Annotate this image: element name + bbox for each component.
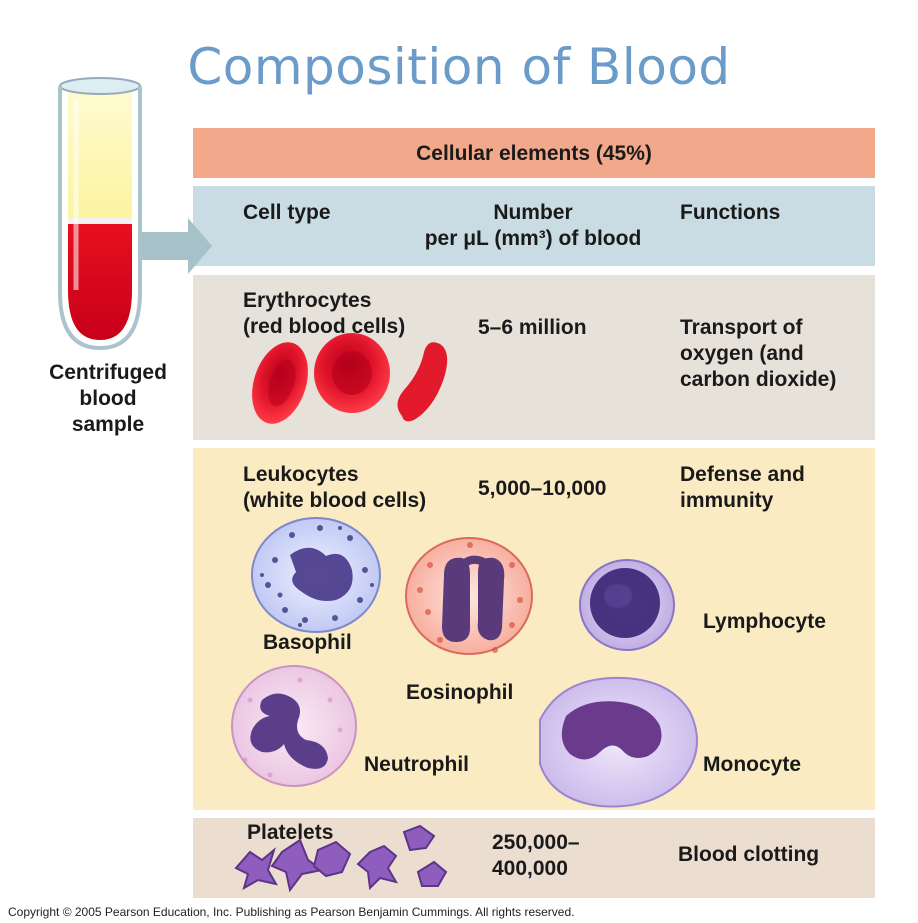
platelets-number: 250,000– 400,000 bbox=[492, 830, 580, 882]
tube-label-line: sample bbox=[71, 413, 145, 436]
tube-label: Centrifuged blood sample bbox=[20, 360, 196, 438]
lymphocyte-icon bbox=[579, 559, 675, 651]
erythrocytes-number: 5–6 million bbox=[478, 316, 587, 339]
red-blood-cells-icon bbox=[252, 333, 448, 424]
eosinophil-icon bbox=[405, 537, 533, 655]
neutrophil-label: Neutrophil bbox=[364, 753, 469, 776]
platelets-number-line: 250,000– bbox=[492, 831, 580, 854]
leukocytes-name-line: (white blood cells) bbox=[243, 489, 427, 512]
erythrocytes-name-line: (red blood cells) bbox=[243, 315, 406, 338]
basophil-label: Basophil bbox=[263, 631, 352, 654]
column-number-line: per μL (mm³) of blood bbox=[424, 227, 642, 250]
tube-label-line: Centrifuged bbox=[49, 361, 167, 384]
copyright-notice: Copyright © 2005 Pearson Education, Inc.… bbox=[8, 905, 575, 919]
erythrocytes-name: Erythrocytes (red blood cells) bbox=[243, 288, 405, 340]
cellular-elements-header: Cellular elements (45%) bbox=[416, 142, 652, 165]
column-number-line: Number bbox=[493, 201, 573, 224]
platelets-function: Blood clotting bbox=[678, 843, 820, 866]
erythrocytes-function-line: oxygen (and bbox=[680, 342, 804, 365]
lymphocyte-label: Lymphocyte bbox=[703, 610, 826, 633]
leukocytes-function: Defense and immunity bbox=[680, 462, 805, 514]
leukocytes-function-line: Defense and bbox=[680, 463, 805, 486]
column-cell-type: Cell type bbox=[243, 201, 331, 224]
platelets-name: Platelets bbox=[247, 821, 334, 844]
column-functions: Functions bbox=[680, 201, 781, 224]
erythrocytes-function-line: Transport of bbox=[680, 316, 803, 339]
column-header-band bbox=[193, 186, 875, 266]
erythrocytes-name-line: Erythrocytes bbox=[243, 289, 372, 312]
platelets-icon bbox=[234, 824, 448, 893]
erythrocytes-function-line: carbon dioxide) bbox=[680, 368, 837, 391]
basophil-icon bbox=[251, 517, 381, 633]
page-title: Composition of Blood bbox=[187, 38, 731, 96]
leukocytes-name-line: Leukocytes bbox=[243, 463, 359, 486]
monocyte-label: Monocyte bbox=[703, 753, 802, 776]
arrow-icon bbox=[142, 218, 212, 274]
monocyte-icon bbox=[539, 676, 698, 808]
test-tube-icon bbox=[58, 77, 142, 351]
erythrocytes-function: Transport of oxygen (and carbon dioxide) bbox=[680, 315, 836, 393]
eosinophil-label: Eosinophil bbox=[406, 681, 514, 704]
cellular-elements-band bbox=[193, 128, 875, 178]
leukocytes-name: Leukocytes (white blood cells) bbox=[243, 462, 426, 514]
erythrocyte-band bbox=[193, 275, 875, 440]
leukocytes-number: 5,000–10,000 bbox=[478, 477, 607, 500]
column-number: Number per μL (mm³) of blood bbox=[400, 200, 666, 252]
leukocytes-function-line: immunity bbox=[680, 489, 774, 512]
tube-label-line: blood bbox=[79, 387, 137, 410]
neutrophil-icon bbox=[231, 665, 357, 787]
platelets-number-line: 400,000 bbox=[492, 857, 568, 880]
